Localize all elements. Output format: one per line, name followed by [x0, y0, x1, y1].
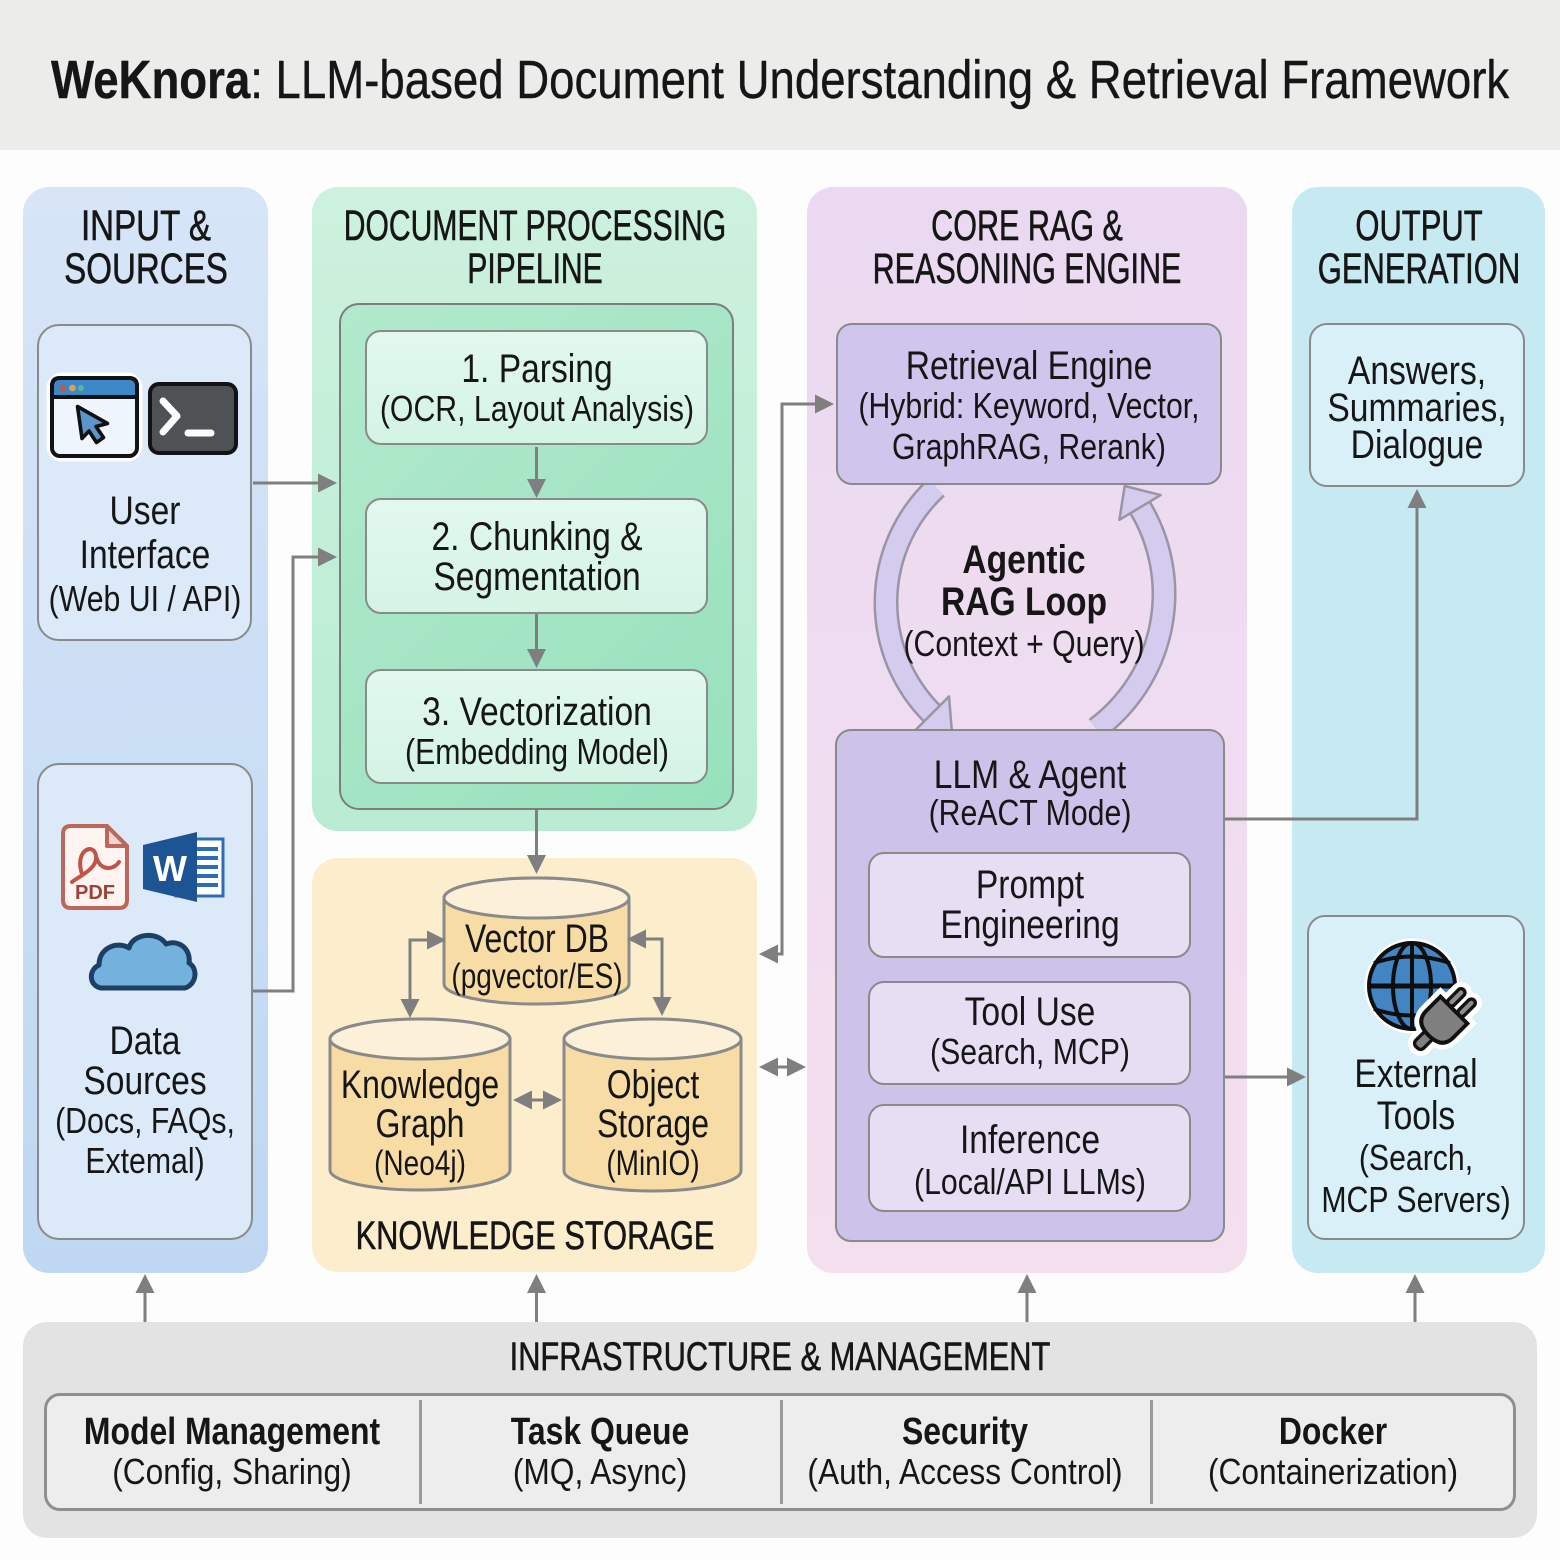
svg-text:PDF: PDF [75, 882, 115, 904]
svg-text:W: W [153, 848, 187, 889]
